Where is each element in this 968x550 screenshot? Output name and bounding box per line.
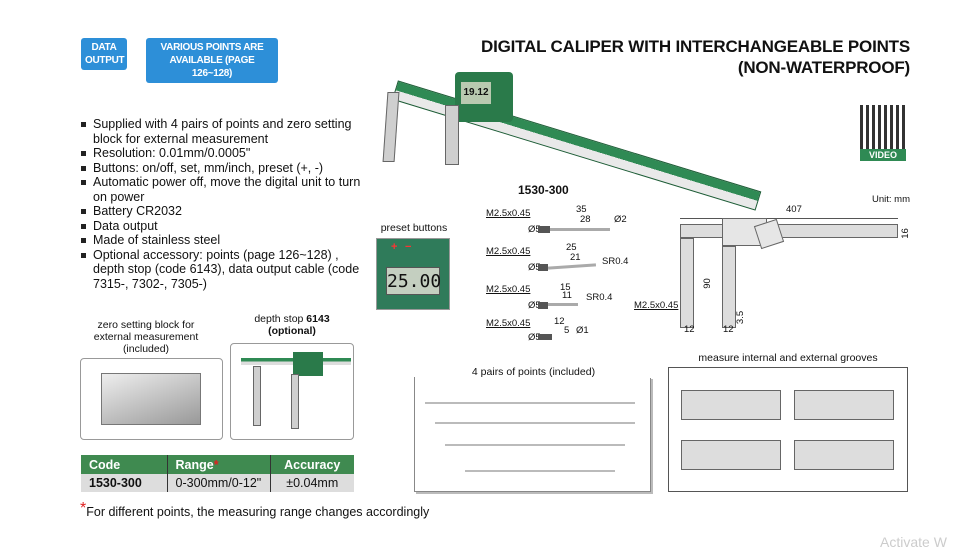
unit-label: Unit: mm — [872, 194, 910, 205]
feature-item: Automatic power off, move the digital un… — [80, 175, 370, 204]
points-pairs-image: 4 pairs of points (included) — [414, 366, 652, 492]
title-line1: DIGITAL CALIPER WITH INTERCHANGEABLE POI… — [481, 37, 910, 56]
table-row: 1530-300 0-300mm/0-12" ±0.04mm — [81, 474, 354, 492]
feature-item: Optional accessory: points (page 126~128… — [80, 248, 370, 292]
header-accuracy: Accuracy — [270, 455, 354, 474]
caliper-display-unit: 19.12 — [455, 72, 513, 122]
table-header-row: Code Range* Accuracy — [81, 455, 354, 474]
thread-label: M2.5x0.45 — [486, 246, 531, 257]
length-label: 5 — [564, 325, 570, 336]
thread-label: M2.5x0.45 — [634, 300, 679, 311]
dia-label: Ø5 — [528, 262, 541, 273]
tip-label: Ø1 — [576, 325, 589, 336]
footnote-text: For different points, the measuring rang… — [86, 505, 430, 519]
feature-item: Battery CR2032 — [80, 204, 370, 219]
dimension-drawing: Unit: mm 407 16 90 M2.5x0.45 12 12 3.5 — [630, 190, 920, 335]
feature-item: Data output — [80, 219, 370, 234]
feature-item: Supplied with 4 pairs of points and zero… — [80, 117, 370, 146]
grooves-image — [668, 367, 908, 492]
feature-item: Buttons: on/off, set, mm/inch, preset (+… — [80, 161, 370, 176]
zero-block-label: zero setting block for external measurem… — [93, 319, 199, 355]
length-label: 35 — [576, 204, 587, 215]
plus-label: + — [391, 241, 398, 253]
depth-stop-text: depth stop — [254, 313, 307, 325]
display-reading: 19.12 — [461, 82, 491, 104]
dia-label: Ø5 — [528, 300, 541, 311]
thread-label: M2.5x0.45 — [486, 284, 531, 295]
tip-dimension: 12 — [684, 324, 695, 335]
points-pairs-label: 4 pairs of points (included) — [415, 366, 652, 378]
length-label: 25 — [566, 242, 577, 253]
footnote-asterisk: * — [80, 500, 87, 517]
points-available-badge: VARIOUS POINTS ARE AVAILABLE (PAGE 126~1… — [146, 38, 278, 83]
preset-buttons-image: + − 25.00 — [376, 238, 450, 310]
optional-label: (optional) — [268, 325, 316, 337]
minus-label: − — [405, 241, 412, 253]
length-label: 28 — [580, 214, 591, 225]
cell-range: 0-300mm/0-12" — [167, 474, 271, 492]
caliper-image: 19.12 — [355, 60, 780, 211]
grooves-label: measure internal and external grooves — [698, 352, 878, 364]
depth-stop-code: 6143 — [306, 313, 330, 325]
cell-code: 1530-300 — [81, 474, 168, 492]
points-drawing: M2.5x0.45 35 28 Ø2 Ø5 M2.5x0.45 25 21 SR… — [486, 204, 636, 343]
header-code: Code — [81, 455, 168, 474]
preset-buttons-label: preset buttons — [380, 222, 448, 234]
data-output-badge: DATA OUTPUT — [81, 38, 127, 70]
tip-label: SR0.4 — [602, 256, 629, 267]
zero-block-image — [80, 358, 223, 440]
tip-dimension: 12 — [723, 324, 734, 335]
tip-height-dimension: 3.5 — [735, 310, 747, 325]
header-range-text: Range — [175, 457, 214, 472]
tip-label: Ø2 — [614, 214, 627, 225]
length-label: 15 — [560, 282, 571, 293]
feature-list: Supplied with 4 pairs of points and zero… — [80, 117, 370, 291]
spec-table: Code Range* Accuracy 1530-300 0-300mm/0-… — [81, 455, 354, 492]
asterisk: * — [213, 457, 219, 472]
feature-item: Made of stainless steel — [80, 233, 370, 248]
dia-label: Ø5 — [528, 332, 541, 343]
length-label: 11 — [562, 290, 572, 301]
length-label: 12 — [554, 316, 565, 327]
model-label: 1530-300 — [518, 183, 569, 197]
thread-label: M2.5x0.45 — [486, 208, 531, 219]
dia-label: Ø5 — [528, 224, 541, 235]
footnote: *For different points, the measuring ran… — [80, 500, 429, 519]
header-range: Range* — [167, 455, 271, 474]
cell-accuracy: ±0.04mm — [270, 474, 354, 492]
feature-item: Resolution: 0.01mm/0.0005" — [80, 146, 370, 161]
length-label: 21 — [570, 252, 581, 263]
preset-display: 25.00 — [386, 267, 441, 295]
thread-label: M2.5x0.45 — [486, 318, 531, 329]
video-label: VIDEO — [860, 149, 906, 161]
jaw-dimension: 90 — [701, 278, 713, 289]
length-dimension: 407 — [786, 204, 802, 215]
qr-code[interactable]: VIDEO — [860, 105, 906, 161]
activate-watermark: Activate W — [880, 534, 947, 550]
depth-stop-label: depth stop 6143 (optional) — [232, 313, 352, 337]
tip-label: SR0.4 — [586, 292, 613, 303]
title-line2: (NON-WATERPROOF) — [737, 58, 910, 77]
page-title: DIGITAL CALIPER WITH INTERCHANGEABLE POI… — [481, 36, 910, 78]
depth-stop-image — [230, 343, 354, 440]
height-dimension: 16 — [899, 228, 911, 239]
